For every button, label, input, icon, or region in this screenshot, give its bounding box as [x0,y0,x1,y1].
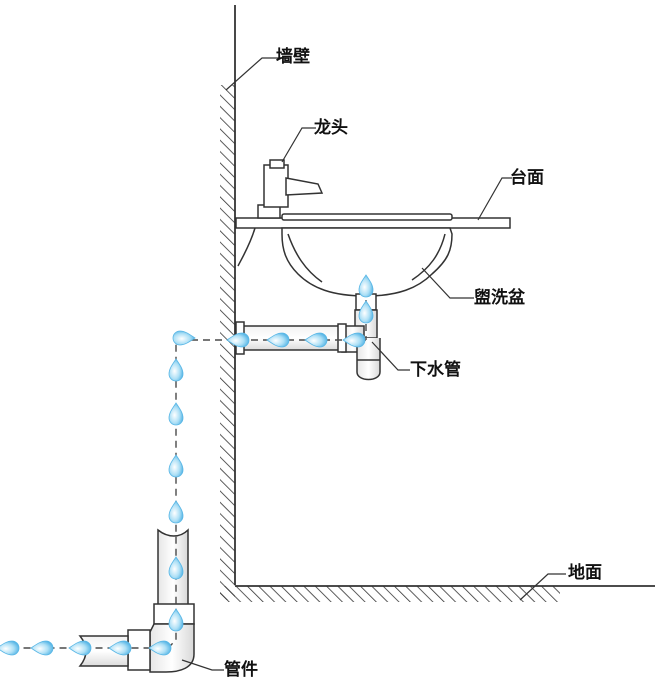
leader-basin [421,267,474,299]
label-faucet: 龙头 [314,118,348,138]
water-drop-icon [168,500,184,524]
branch-pipe [235,321,347,355]
leader-fitting [181,659,224,671]
water-drop-icon [0,640,20,656]
wall-hatch [220,85,235,600]
water-drop-icon [172,330,196,346]
label-drain-pipe: 下水管 [410,360,461,380]
faucet [237,159,324,267]
basin [281,213,453,311]
floor [220,585,655,602]
water-drop-icon [168,454,184,478]
leader-wall [225,57,286,91]
water-drop-icon [68,640,92,656]
water-drop-icon [30,640,54,656]
label-countertop: 台面 [510,168,544,188]
label-floor: 地面 [568,563,602,583]
label-basin: 盥洗盆 [474,288,525,308]
wall [220,5,236,600]
water-drop-icon [168,358,184,382]
leader-lines [181,57,566,671]
leader-drain-pipe [371,341,410,371]
water-drop-icon [168,402,184,426]
floor-hatch [220,586,560,602]
leader-floor [519,573,566,601]
leader-faucet [281,127,316,163]
label-fitting: 管件 [224,660,258,680]
leader-countertop [477,177,512,221]
label-wall: 墙壁 [276,47,310,67]
